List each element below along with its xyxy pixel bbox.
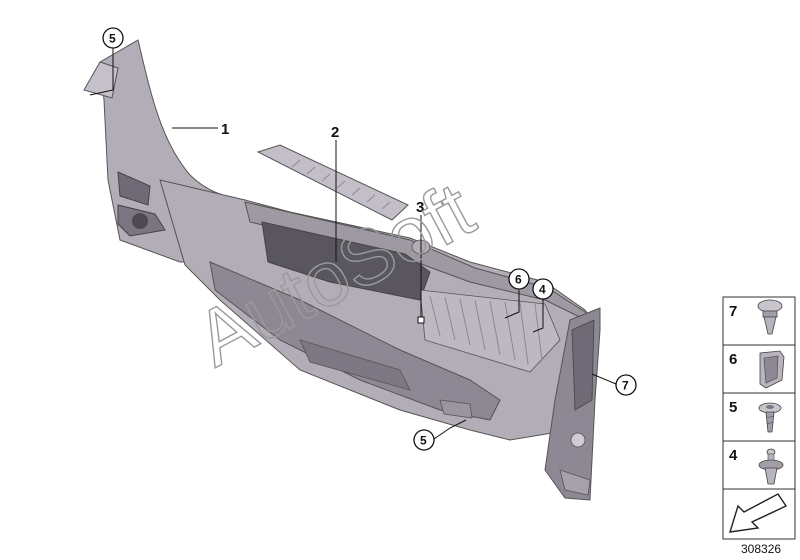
callout-4: 4 bbox=[539, 283, 546, 297]
push-clip-icon bbox=[758, 448, 784, 485]
callout-4-circle bbox=[532, 278, 554, 300]
callout-1: 1 bbox=[221, 121, 229, 138]
legend-number-4: 4 bbox=[729, 447, 738, 464]
callout-6: 6 bbox=[515, 273, 522, 287]
spring-clip-icon bbox=[759, 350, 785, 389]
leader-lines bbox=[89, 48, 617, 440]
callouts: 1 2 3 4 6 5 5 7 bbox=[102, 27, 637, 451]
callout-7-circle bbox=[615, 374, 637, 396]
legend-number-5: 5 bbox=[729, 399, 737, 416]
callout-5-top: 5 bbox=[109, 32, 116, 46]
callout-2: 2 bbox=[331, 124, 339, 141]
legend-number-6: 6 bbox=[729, 351, 737, 368]
legend-cell-7 bbox=[722, 296, 796, 346]
cap-marker bbox=[417, 316, 425, 324]
callout-3: 3 bbox=[416, 199, 424, 216]
fastener-legend: 7 6 5 4 bbox=[722, 296, 796, 540]
trim-panel-illustration bbox=[83, 39, 601, 501]
legend-number-7: 7 bbox=[729, 303, 737, 320]
callout-7: 7 bbox=[622, 379, 629, 393]
callout-5-bottom-circle bbox=[413, 429, 435, 451]
reference-number: 308326 bbox=[741, 542, 781, 556]
legend-cell-5 bbox=[722, 392, 796, 442]
callout-5-top-circle bbox=[102, 27, 124, 49]
screw-icon bbox=[758, 402, 782, 433]
expanding-rivet-icon bbox=[757, 299, 783, 335]
arrow-icon bbox=[729, 493, 788, 533]
callout-6-circle bbox=[508, 268, 530, 290]
callout-5-bottom: 5 bbox=[420, 434, 427, 448]
sill-plate-illustration bbox=[256, 144, 409, 221]
